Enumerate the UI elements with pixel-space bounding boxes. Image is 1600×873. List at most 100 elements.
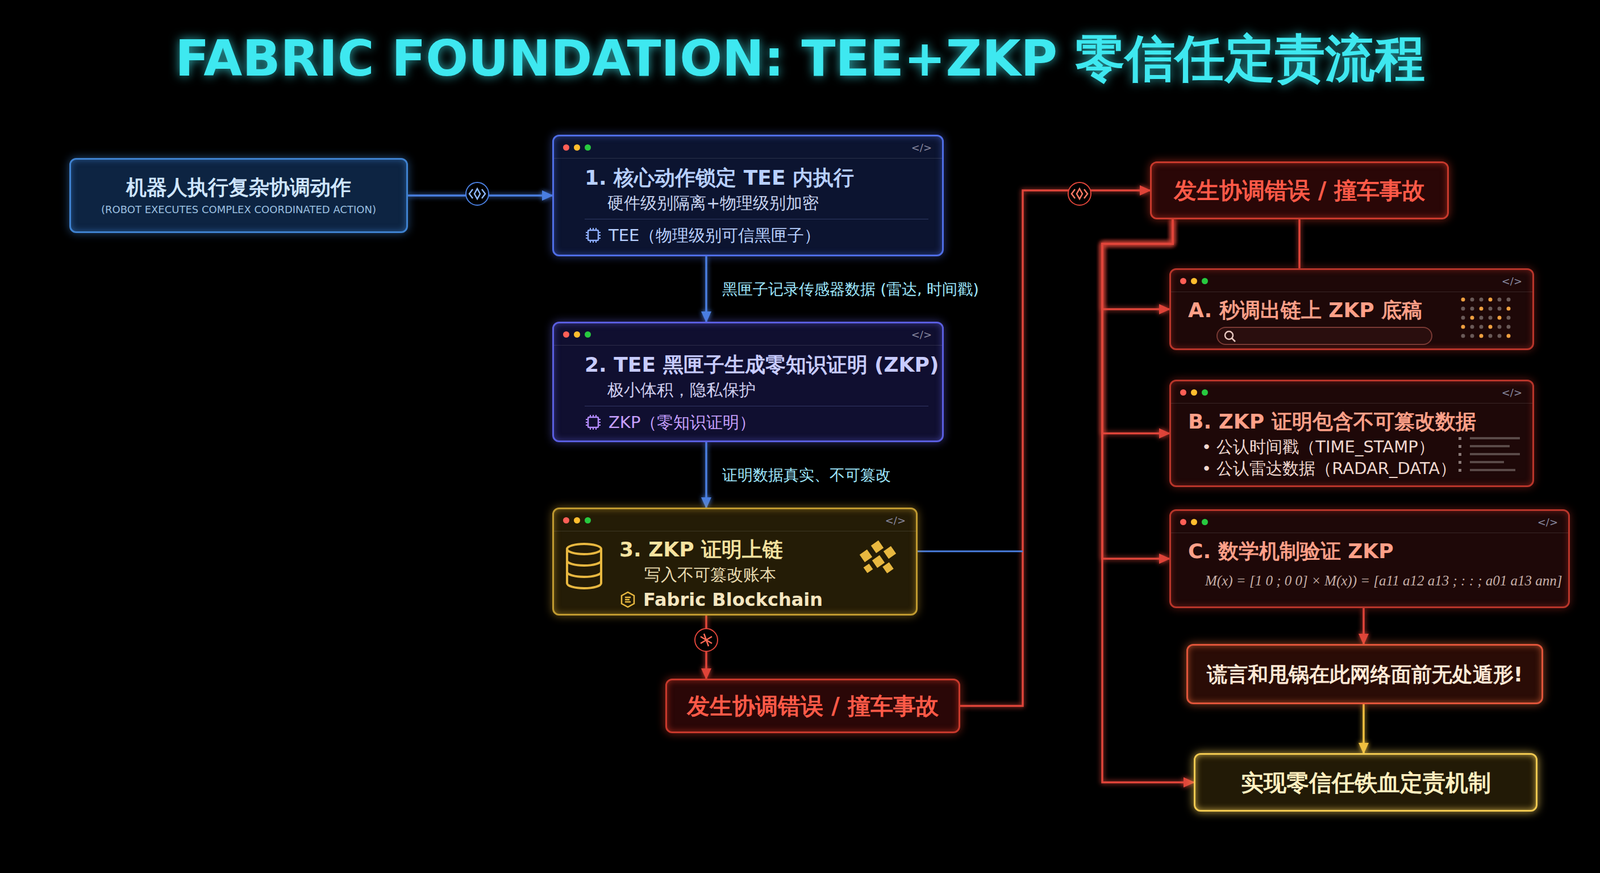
window-dots xyxy=(563,144,591,151)
box-icon xyxy=(1458,435,1522,478)
connector xyxy=(960,190,1150,706)
window-dot xyxy=(1180,277,1187,285)
box-heading: 发生协调错误 / 撞车事故 xyxy=(686,691,939,720)
box-icon xyxy=(1216,326,1433,348)
window-dot xyxy=(1190,277,1198,285)
connector xyxy=(1102,219,1173,559)
diagram-title: FABRIC FOUNDATION: TEE+ZKP 零信任定责流程 xyxy=(0,25,1600,93)
box-heading: 1. 核心动作锁定 TEE 内执行 xyxy=(584,164,929,191)
box-text: M(x) = [1 0 ; 0 0] × M(x)) = [a11 a12 a1… xyxy=(1205,571,1555,590)
window-dot xyxy=(1201,518,1208,525)
box-heading: C. 数学机制验证 ZKP xyxy=(1188,538,1555,564)
row-icon xyxy=(584,226,602,244)
row-icon xyxy=(619,590,637,608)
dot-grid xyxy=(1458,294,1516,341)
box-heading: A. 秒调出链上 ZKP 底稿 xyxy=(1188,297,1453,323)
title-bar-line xyxy=(553,344,943,346)
window-dot xyxy=(1190,518,1198,525)
incident-box: 发生协调错误 / 撞车事故 xyxy=(1150,161,1449,220)
data-bars xyxy=(1458,435,1522,476)
box-text: • 公认雷达数据（RADAR_DATA） xyxy=(1201,457,1459,479)
link-icon xyxy=(1068,182,1091,206)
final-box: 实现零信任铁血定责机制 xyxy=(1193,752,1538,812)
icon-row: TEE（物理级别可信黑匣子） xyxy=(584,218,929,246)
box-icon xyxy=(564,542,604,593)
window-dot xyxy=(584,517,591,524)
title-bar-line xyxy=(1171,532,1569,533)
edge-label: 黑匣子记录传感器数据 (雷达, 时间戳) xyxy=(718,277,983,301)
box-heading: 3. ZKP 证明上链 xyxy=(619,536,831,562)
window-dot xyxy=(573,144,581,151)
chip-icon xyxy=(584,413,602,431)
blockchain-logo xyxy=(856,534,903,580)
title-bar-line xyxy=(1171,291,1533,293)
box-heading: 谎言和甩锅在此网络面前无处遁形! xyxy=(1206,661,1523,687)
connector xyxy=(1102,219,1173,434)
search-bar xyxy=(1216,326,1433,345)
window-dots xyxy=(563,331,591,338)
box-heading: B. ZKP 证明包含不可篡改数据 xyxy=(1188,408,1459,435)
edge-label: 证明数据真实、不可篡改 xyxy=(718,463,895,487)
window-dot xyxy=(563,517,570,524)
database-icon xyxy=(564,542,604,590)
title-bar-line xyxy=(553,530,916,532)
process-box: 1. 核心动作锁定 TEE 内执行硬件级别隔离+物理级别加密 TEE（物理级别可信… xyxy=(552,134,944,257)
link-icon xyxy=(465,182,489,206)
row-icon xyxy=(584,413,602,431)
start-box: 机器人执行复杂协调动作 (ROBOT EXECUTES COMPLEX COORD… xyxy=(69,157,408,233)
window-dots xyxy=(1180,389,1208,396)
process-box: 2. TEE 黑匣子生成零知识证明 (ZKP)极小体积，隐私保护 ZKP（零知识证… xyxy=(552,321,944,443)
box-heading: 发生协调错误 / 撞车事故 xyxy=(1173,176,1425,205)
fabric-logo xyxy=(619,590,637,608)
step-box: B. ZKP 证明包含不可篡改数据• 公认时间戳（TIME_STAMP）• 公认… xyxy=(1169,379,1535,487)
window-dots xyxy=(1180,518,1208,525)
connector xyxy=(1362,607,1365,644)
window-dots xyxy=(1180,277,1208,285)
step-box: C. 数学机制验证 ZKP M(x) = [1 0 ; 0 0] × M(x)) … xyxy=(1169,509,1570,608)
result-box: 谎言和甩锅在此网络面前无处遁形! xyxy=(1186,643,1544,704)
code-tag: </> xyxy=(1501,386,1523,399)
code-tag: </> xyxy=(911,328,932,341)
window-dot xyxy=(573,517,581,524)
window-dot xyxy=(563,144,570,151)
connector xyxy=(705,442,708,508)
chip-icon xyxy=(584,226,602,244)
code-tag: </> xyxy=(1501,275,1523,287)
box-text: • 公认时间戳（TIME_STAMP） xyxy=(1201,436,1459,457)
icon-row: Fabric Blockchain xyxy=(619,588,831,611)
window-dot xyxy=(1201,277,1208,285)
box-text: ZKP（零知识证明） xyxy=(608,411,756,433)
box-text: (ROBOT EXECUTES COMPLEX COORDINATED ACTI… xyxy=(101,203,377,217)
window-dot xyxy=(573,331,581,338)
step-box: A. 秒调出链上 ZKP 底稿 </> xyxy=(1169,268,1535,350)
connector xyxy=(1102,219,1173,310)
code-tag: </> xyxy=(885,514,906,527)
icon-row: ZKP（零知识证明） xyxy=(584,405,929,433)
code-tag: </> xyxy=(1537,515,1558,528)
box-icon xyxy=(856,534,903,582)
window-dot xyxy=(1180,518,1187,525)
incident-box: 发生协调错误 / 撞车事故 xyxy=(665,678,961,733)
code-tag: </> xyxy=(911,141,932,154)
box-text: TEE（物理级别可信黑匣子） xyxy=(608,225,821,246)
box-heading: 2. TEE 黑匣子生成零知识证明 (ZKP) xyxy=(584,351,929,378)
blue-stub-line xyxy=(917,550,1023,553)
connector xyxy=(1298,219,1301,269)
window-dots xyxy=(563,517,591,524)
window-dot xyxy=(1180,389,1187,396)
connector xyxy=(1362,703,1365,753)
window-dot xyxy=(584,144,591,151)
connector xyxy=(705,256,708,322)
title-bar-line xyxy=(553,157,943,159)
box-text: Fabric Blockchain xyxy=(643,588,823,611)
link-icon xyxy=(694,628,718,652)
box-icon xyxy=(1458,294,1516,343)
window-dot xyxy=(1201,389,1208,396)
window-dot xyxy=(584,331,591,338)
box-text: 写入不可篡改账本 xyxy=(644,564,831,585)
box-text: 硬件级别隔离+物理级别加密 xyxy=(607,192,929,214)
box-text: 极小体积，隐私保护 xyxy=(607,379,929,400)
window-dot xyxy=(1190,389,1198,396)
title-bar-line xyxy=(1171,402,1533,404)
box-heading: 机器人执行复杂协调动作 xyxy=(126,174,352,200)
